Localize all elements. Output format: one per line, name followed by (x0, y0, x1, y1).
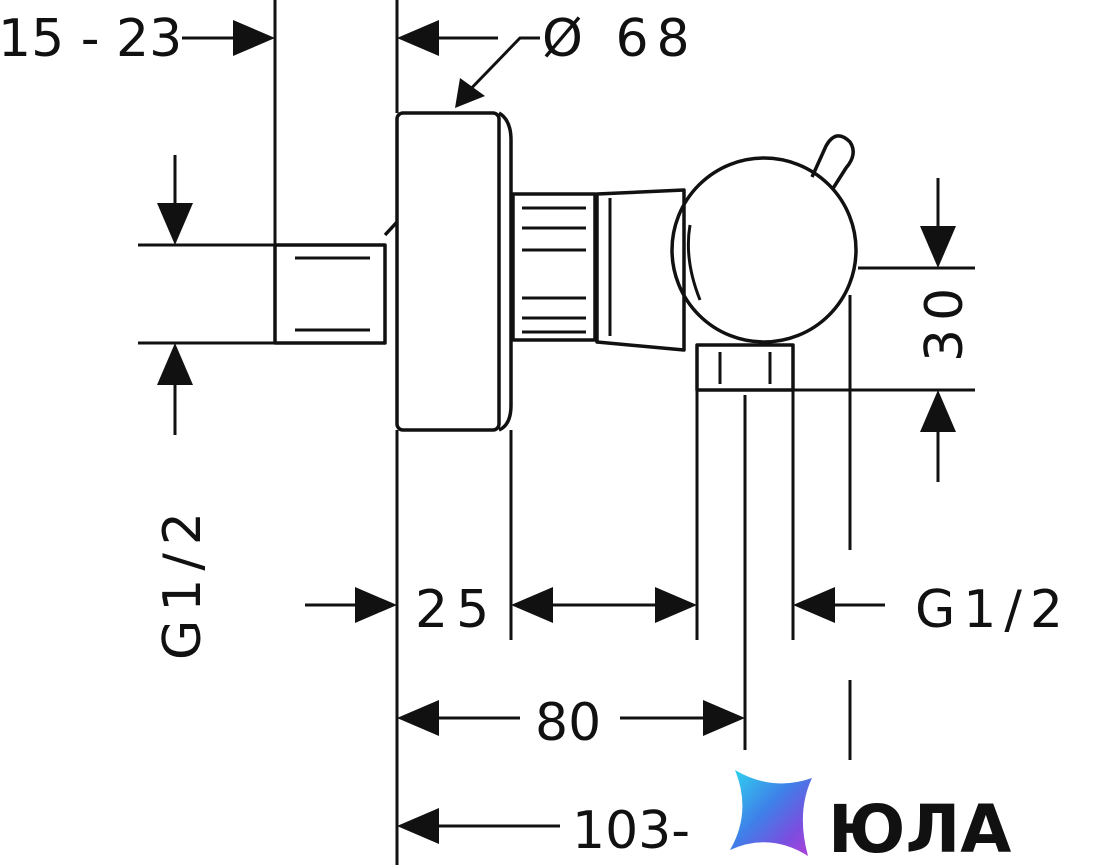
dim-label-25: 25 (415, 580, 497, 640)
yula-logo: ЮЛА (730, 770, 1011, 865)
rosette (395, 111, 513, 432)
dim-label-diameter: Ø 68 (542, 9, 698, 69)
wall-pipe (273, 220, 399, 345)
dim-25-row (305, 587, 885, 623)
dim-80 (397, 700, 745, 736)
dim-103 (397, 808, 560, 844)
dim-label-30: 30 (915, 280, 975, 362)
dim-label-80: 80 (535, 693, 601, 753)
dim-label-g12-outlet: G1/2 (915, 580, 1071, 640)
dim-30 (920, 178, 956, 482)
dim-label-g12-inlet: G1/2 (153, 504, 213, 660)
dim-label-15-23: 15 - 23 (0, 9, 182, 69)
logo-star-icon (730, 770, 812, 856)
logo-text: ЮЛА (828, 791, 1011, 865)
valve-body (595, 188, 686, 352)
outlet-nut (695, 343, 795, 392)
handle-knob (670, 134, 858, 344)
dim-g12-left (157, 155, 193, 435)
extension-lines (138, 0, 975, 865)
hex-nut (511, 192, 597, 342)
dim-15-23 (182, 20, 540, 108)
dim-label-103: 103- (572, 801, 690, 861)
